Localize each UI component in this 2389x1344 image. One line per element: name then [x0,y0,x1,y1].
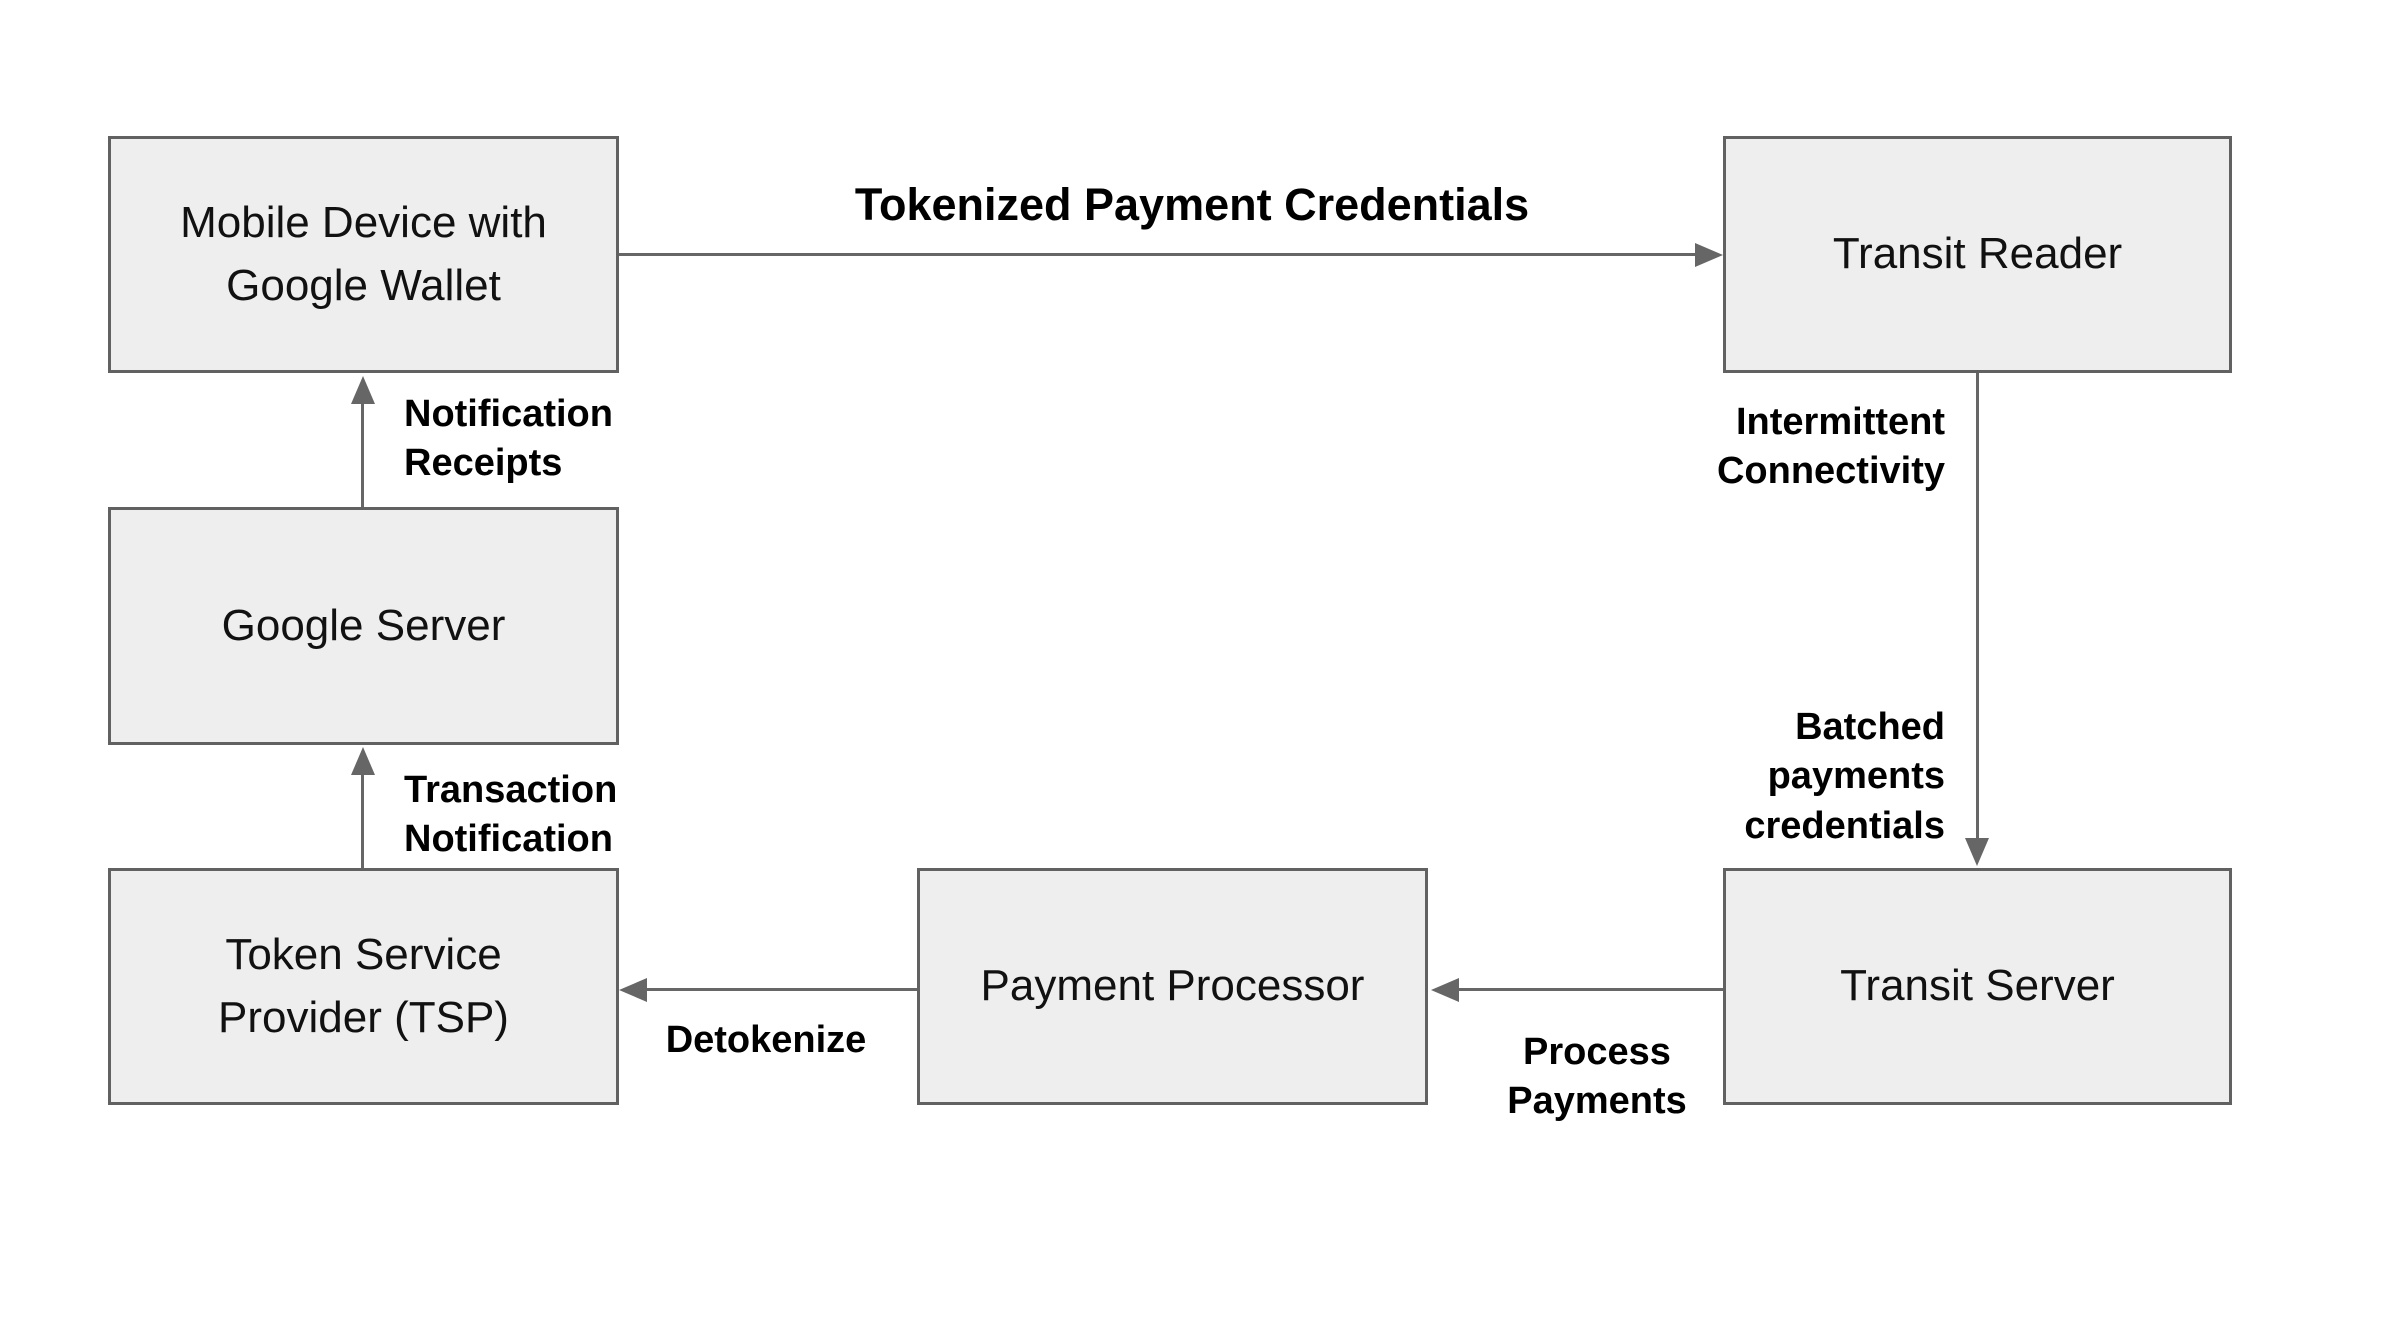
edge-label-line: Tokenized Payment Credentials [854,179,1530,230]
edge-label-tokenized-payment-credentials: Tokenized Payment Credentials [640,178,1744,232]
edge-label-transaction-notification: Transaction Notification [404,766,617,865]
edge-label-line: Process [1523,1031,1671,1073]
arrowhead-left-icon [1431,978,1459,1002]
edge-label-detokenize: Detokenize [616,1016,916,1065]
node-label: Payment Processor [981,955,1365,1017]
edge-label-intermittent-connectivity: Intermittent Connectivity [1500,398,1945,497]
node-transit-server: Transit Server [1723,868,2232,1105]
node-label-line: Transit Server [1840,961,2115,1011]
node-mobile-device-google-wallet: Mobile Device with Google Wallet [108,136,619,373]
arrowhead-left-icon [619,978,647,1002]
edge-label-line: Receipts [404,442,563,485]
edge-label-line: Detokenize [665,1019,867,1061]
node-label-line: Provider (TSP) [218,992,509,1042]
edge-label-line: Notification [404,818,613,861]
node-token-service-provider: Token Service Provider (TSP) [108,868,619,1105]
edge-label-line: Payments [1507,1080,1687,1123]
arrowhead-up-icon [351,747,375,775]
arrow-transaction-line [361,772,364,868]
arrow-tokenized-line [619,253,1697,256]
node-label-line: Token Service [225,930,502,980]
node-label-line: Payment Processor [980,961,1365,1011]
node-label: Google Server [222,595,506,657]
node-label-line: Google Wallet [226,260,501,310]
edge-label-line: Batched [1795,706,1945,748]
node-payment-processor: Payment Processor [917,868,1428,1105]
edge-label-process-payments: Process Payments [1447,1028,1747,1127]
node-label-line: Mobile Device with [180,198,547,248]
edge-label-line: Intermittent [1736,401,1945,443]
node-label: Token Service Provider (TSP) [218,924,509,1049]
arrowhead-up-icon [351,376,375,404]
arrowhead-down-icon [1965,838,1989,866]
edge-label-line: Notification [404,393,613,435]
node-label-line: Google Server [221,600,506,650]
node-label: Transit Reader [1833,223,2122,285]
node-transit-reader: Transit Reader [1723,136,2232,373]
arrow-process-line [1455,988,1723,991]
arrowhead-right-icon [1695,243,1723,267]
edge-label-line: payments [1767,755,1945,798]
arrow-detokenize-line [643,988,917,991]
edge-label-batched-payments-credentials: Batched payments credentials [1500,703,1945,851]
node-label-line: Transit Reader [1832,229,2123,279]
edge-label-line: credentials [1744,804,1945,847]
arrow-batched-line [1976,373,1979,840]
node-label: Transit Server [1840,955,2115,1017]
edge-label-line: Connectivity [1716,450,1945,493]
edge-label-notification-receipts: Notification Receipts [404,390,613,489]
edge-label-line: Transaction [404,769,618,811]
arrow-notification-line [361,401,364,507]
node-google-server: Google Server [108,507,619,745]
node-label: Mobile Device with Google Wallet [180,192,547,317]
